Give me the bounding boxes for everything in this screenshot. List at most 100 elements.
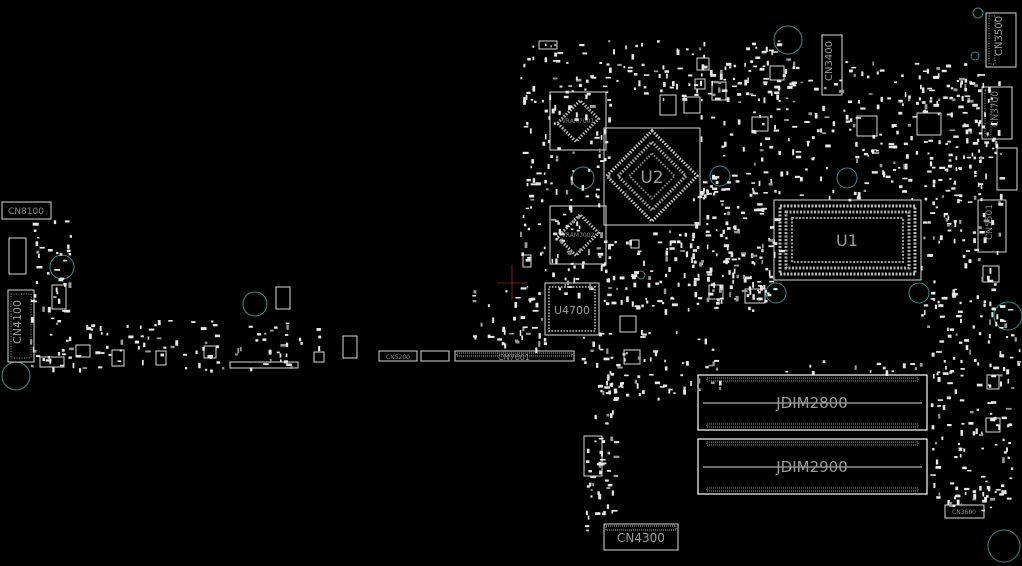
smd-pad [560,238,563,244]
cn3400-connector[interactable]: CN3400 [821,34,843,96]
smd-pad [643,359,646,362]
smd-pad [956,499,960,506]
smd-pad [526,91,531,94]
cn4100-connector[interactable]: CN4100 [7,289,35,363]
u4700-chip[interactable]: U4700 [544,282,600,336]
smd-pad [828,195,831,200]
cn3500-connector[interactable]: CN3500 [985,12,1017,68]
smd-pad [728,270,731,275]
smd-pad [64,309,71,313]
smd-pad [562,239,565,242]
smd-pad [596,195,600,199]
smd-pad [731,85,737,88]
smd-pad [160,353,164,357]
smd-pad [867,75,870,79]
smd-pad [728,251,733,254]
smd-pad [924,185,928,187]
smd-pad [746,47,750,51]
smd-pad [972,325,975,329]
smd-pad [937,112,940,116]
smd-pad [51,317,55,320]
smd-pad [604,479,609,482]
smd-pad [36,266,43,269]
smd-pad [50,333,53,336]
vram7001-chip[interactable]: VRAM7001 [549,91,607,151]
smd-pad [811,370,815,376]
smd-pad [972,431,976,436]
cn3600-connector[interactable]: CN3600 [944,504,985,519]
u1-cpu[interactable]: U1 [773,199,922,281]
smd-pad [968,259,972,263]
smd-pad [757,98,760,102]
cn5200-connector[interactable]: CN5200 [378,350,418,362]
smd-pad [706,215,710,220]
cn7601-connector[interactable]: CN7601 [454,350,575,362]
smd-pad [974,170,977,175]
vram7002-chip[interactable]: VRAM7002 [549,205,607,265]
smd-pad [923,109,926,112]
smd-pad [933,104,939,107]
smd-pad [860,107,866,110]
smd-pad [555,59,561,63]
smd-pad [712,216,717,219]
smd-pad [604,158,607,162]
smd-pad [709,69,713,76]
smd-pad [641,63,645,67]
vram7001-label: VRAM7001 [562,118,595,125]
smd-pad [286,324,289,330]
smd-pad [690,380,692,386]
smd-pad [520,77,523,80]
smd-pad [63,259,68,262]
smd-pad [697,273,700,278]
smd-pad [607,451,610,454]
smd-pad [947,229,952,232]
smd-pad [706,192,712,195]
smd-pad [761,209,765,212]
smd-pad [762,123,765,126]
smd-pad [856,196,861,200]
smd-pad [32,346,35,353]
smd-pad [923,70,927,72]
smd-pad [969,300,973,303]
smd-pad [612,410,614,415]
smd-pad [664,359,666,363]
smd-pad [973,238,976,243]
smd-pad [680,250,685,252]
smd-pad [594,136,600,139]
smd-pad [668,388,671,394]
cn8100-connector[interactable]: CN8100 [1,201,52,220]
smd-pad [964,95,971,97]
smd-pad [55,287,58,292]
smd-pad [929,161,933,167]
smd-pad [986,275,990,280]
cn4300-connector[interactable]: CN4300 [603,523,679,551]
smd-pad [279,353,282,358]
smd-pad [713,80,718,84]
smd-pad [923,221,928,224]
smd-pad [696,302,700,305]
jdim2900-slot[interactable]: JDIM2900 [697,438,928,495]
smd-pad [807,141,809,147]
smd-pad [706,222,709,226]
smd-pad [989,267,992,274]
cn5501-connector[interactable]: CN5501 [977,199,1007,253]
smd-pad [885,370,889,376]
smd-pad [532,86,536,92]
smd-pad [263,363,269,365]
smd-pad [945,366,947,370]
smd-pad [958,447,961,452]
smd-pad [697,388,701,391]
smd-pad [78,368,82,373]
smd-pad [967,201,973,203]
smd-pad [746,294,750,298]
smd-pad [700,136,703,142]
smd-pad [692,232,695,239]
smd-pad [749,290,752,295]
smd-pad [927,170,932,173]
smd-pad [659,280,662,284]
smd-pad [54,269,61,271]
smd-pad [657,241,663,244]
smd-pad [545,43,547,46]
smd-pad [532,309,539,312]
smd-pad [972,103,978,107]
